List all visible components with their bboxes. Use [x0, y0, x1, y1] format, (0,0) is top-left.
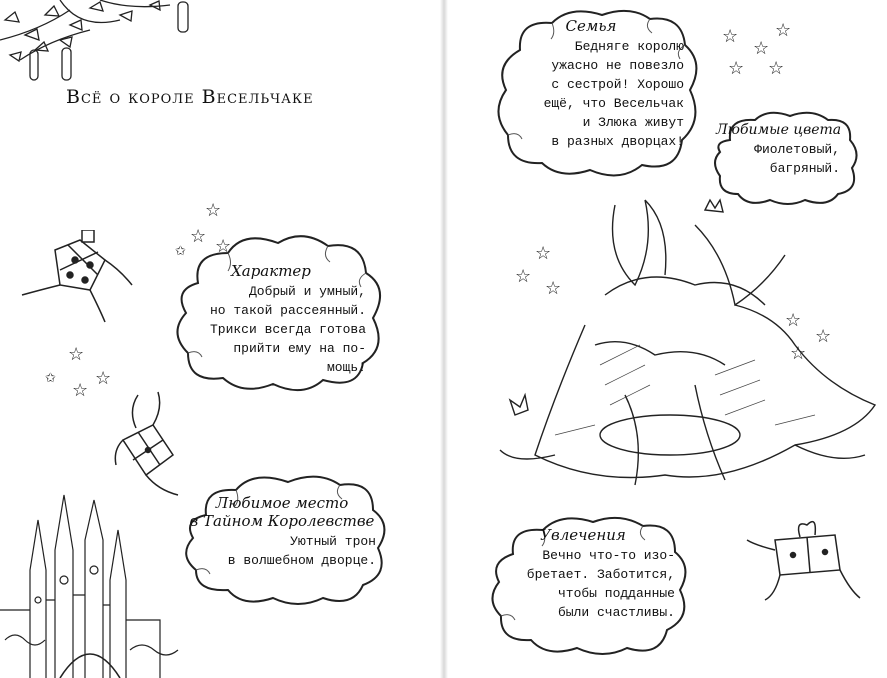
- favorite-colors-cloud: Любимые цвета Фиолетовый, багряный.: [710, 108, 862, 208]
- king-illustration: [499, 198, 877, 486]
- star-icon: ☆: [68, 344, 85, 365]
- star-icon: ☆: [768, 58, 785, 79]
- family-cloud: Семья Бедняге королю ужасно не повезло с…: [490, 5, 705, 185]
- gift-box-creature-icon: [21, 230, 133, 323]
- hobbies-text: Вечно что-то изо- бретает. Заботится, чт…: [526, 548, 675, 620]
- star-icon: ☆: [722, 26, 739, 47]
- star-icon: ☆: [728, 58, 745, 79]
- star-icon: ☆: [545, 278, 562, 299]
- gift-box-creature-icon: [746, 520, 861, 601]
- character-heading: Характер: [231, 262, 311, 280]
- castle-illustration: [0, 494, 179, 678]
- page-title: Всё о короле Весельчаке: [66, 86, 314, 108]
- gift-box-creature-icon: [114, 391, 179, 496]
- cloud-shape: [176, 235, 381, 391]
- book-gutter: [440, 0, 448, 678]
- star-icon: ✩: [175, 244, 186, 259]
- favorite-place-heading: Любимое место в Тайном Королевстве: [189, 494, 375, 530]
- cloud-shape: [491, 516, 687, 655]
- hobbies-heading: Увлечения: [540, 526, 626, 544]
- star-icon: ☆: [785, 310, 802, 331]
- character-cloud: Характер Добрый и умный, но такой рассея…: [168, 228, 390, 398]
- favorite-place-cloud: Любимое место в Тайном Королевстве Уютны…: [178, 470, 393, 610]
- star-icon: ☆: [775, 20, 792, 41]
- star-icon: ☆: [535, 243, 552, 264]
- star-icon: ☆: [815, 326, 832, 347]
- star-icon: ☆: [95, 368, 112, 389]
- cloud-shape: [185, 475, 386, 605]
- star-icon: ☆: [515, 266, 532, 287]
- family-text: Бедняге королю ужасно не повезло с сестр…: [543, 39, 684, 149]
- favorite-place-text: Уютный трон в волшебном дворце.: [227, 534, 376, 568]
- favorite-colors-heading: Любимые цвета: [716, 122, 842, 138]
- cloud-shape: [497, 9, 698, 177]
- star-icon: ☆: [72, 380, 89, 401]
- hobbies-cloud: Увлечения Вечно что-то изо- бретает. Заб…: [485, 512, 693, 660]
- family-heading: Семья: [565, 17, 617, 35]
- character-text: Добрый и умный, но такой рассеянный. Три…: [209, 284, 366, 375]
- star-icon: ☆: [215, 236, 232, 257]
- tree-illustration: [0, 0, 189, 81]
- star-icon: ☆: [753, 38, 770, 59]
- star-icon: ☆: [790, 343, 807, 364]
- star-icon: ☆: [205, 200, 222, 221]
- favorite-colors-text: Фиолетовый, багряный.: [754, 142, 840, 176]
- cloud-shape: [714, 111, 858, 205]
- star-icon: ☆: [190, 226, 207, 247]
- star-icon: ✩: [45, 371, 56, 386]
